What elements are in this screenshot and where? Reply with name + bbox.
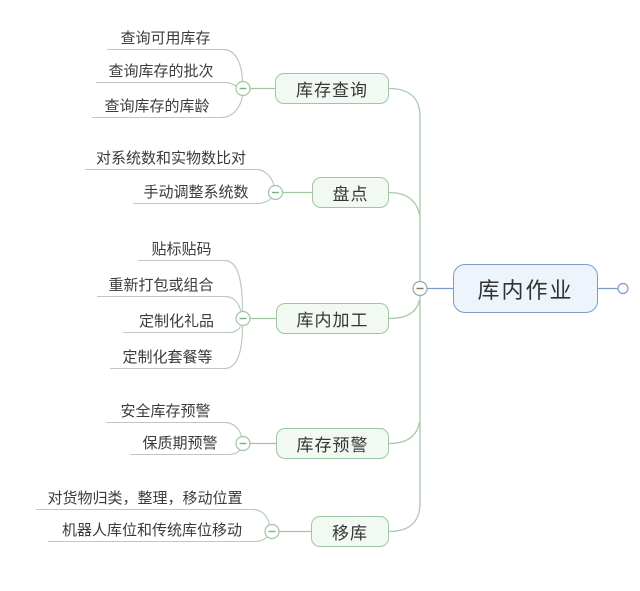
connector bbox=[388, 421, 421, 445]
connector bbox=[258, 198, 272, 205]
branch-inventory-query[interactable]: 库存查询 bbox=[275, 73, 389, 104]
leaf-connectors bbox=[221, 48, 275, 543]
leaf-topic[interactable]: 贴标贴码 bbox=[138, 241, 225, 261]
leaf-topic[interactable]: 对系统数和实物数比对 bbox=[85, 150, 257, 170]
root-topic[interactable]: 库内作业 bbox=[453, 264, 598, 313]
branch-relocation[interactable]: 移库 bbox=[311, 516, 389, 547]
collapse-toggle[interactable] bbox=[267, 184, 284, 201]
leaf-topic[interactable]: 安全库存预警 bbox=[106, 403, 225, 423]
leaf-topic[interactable]: 保质期预警 bbox=[130, 435, 230, 455]
branch-stocktaking[interactable]: 盘点 bbox=[312, 177, 389, 208]
connector bbox=[224, 259, 244, 312]
connector bbox=[224, 421, 243, 438]
connector bbox=[255, 536, 268, 543]
leaf-topic[interactable]: 手动调整系统数 bbox=[133, 184, 259, 204]
connector bbox=[224, 325, 244, 370]
leaf-topic[interactable]: 机器人库位和传统库位移动 bbox=[48, 522, 256, 542]
leaf-topic[interactable]: 查询可用库存 bbox=[107, 30, 224, 50]
connector bbox=[229, 449, 241, 456]
collapse-toggle[interactable] bbox=[235, 435, 251, 452]
collapse-toggle[interactable] bbox=[235, 310, 251, 327]
leaf-topic[interactable]: 对货物归类，整理，移动位置 bbox=[36, 490, 254, 510]
branch-warehouse-processing[interactable]: 库内加工 bbox=[276, 303, 389, 334]
connector bbox=[253, 508, 271, 526]
collapse-toggle[interactable] bbox=[264, 523, 280, 540]
leaf-topic[interactable]: 重新打包或组合 bbox=[97, 277, 225, 297]
connector bbox=[221, 95, 244, 119]
trunk-connectors bbox=[388, 87, 421, 533]
collapse-toggle[interactable] bbox=[412, 280, 428, 297]
connector bbox=[224, 295, 242, 313]
connector bbox=[388, 191, 421, 216]
connector bbox=[225, 81, 237, 87]
toggle-links bbox=[250, 87, 312, 533]
branch-inventory-alert[interactable]: 库存预警 bbox=[276, 428, 389, 459]
connector bbox=[256, 168, 275, 186]
connector bbox=[388, 87, 421, 118]
expand-handle[interactable] bbox=[598, 282, 629, 295]
collapse-toggle[interactable] bbox=[235, 80, 251, 97]
connector bbox=[388, 299, 421, 320]
leaf-topic[interactable]: 定制化礼品 bbox=[123, 313, 230, 333]
leaf-topic[interactable]: 定制化套餐等 bbox=[110, 349, 225, 369]
connector bbox=[229, 326, 242, 334]
connector bbox=[388, 502, 421, 533]
connector bbox=[223, 48, 244, 82]
leaf-topic[interactable]: 查询库存的批次 bbox=[96, 63, 226, 83]
leaf-topic[interactable]: 查询库存的库龄 bbox=[92, 98, 222, 118]
expand-handle-icon[interactable] bbox=[617, 282, 629, 295]
